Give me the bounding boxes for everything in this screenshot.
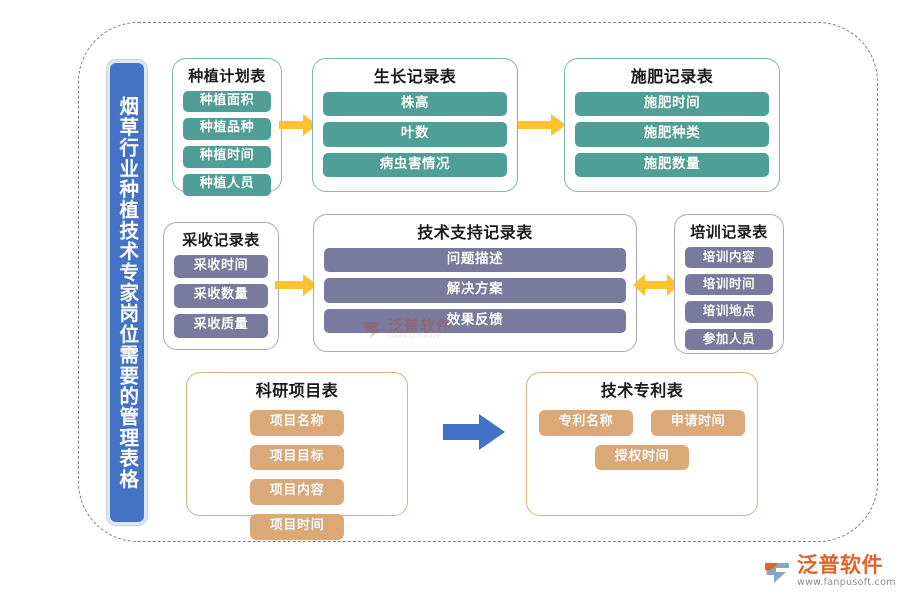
- field-planting-staff[interactable]: 种植人员: [183, 174, 271, 197]
- card-title-tech-patent: 技术专利表: [600, 381, 684, 400]
- field-solution[interactable]: 解决方案: [324, 278, 626, 303]
- field-project-time[interactable]: 项目时间: [250, 514, 344, 541]
- field-training-time[interactable]: 培训时间: [685, 273, 773, 296]
- field-harvest-quantity[interactable]: 采收数量: [174, 284, 268, 309]
- field-planting-time[interactable]: 种植时间: [183, 146, 271, 169]
- field-application-time[interactable]: 申请时间: [651, 409, 745, 436]
- field-authorization-time[interactable]: 授权时间: [595, 444, 689, 471]
- brand-logo: 泛普软件 www.fanpusoft.com: [762, 549, 896, 593]
- vertical-title-bar: 烟草行业种植技术专家岗位需要的管理表格: [107, 60, 147, 525]
- field-project-goal[interactable]: 项目目标: [250, 444, 344, 471]
- field-project-name[interactable]: 项目名称: [250, 409, 344, 436]
- card-fertilizer-record[interactable]: 施肥记录表 施肥时间 施肥种类 施肥数量: [564, 58, 780, 192]
- field-training-location[interactable]: 培训地点: [685, 301, 773, 323]
- field-fertilize-time[interactable]: 施肥时间: [575, 91, 769, 117]
- arrow-growth-to-fertilizer-icon: [518, 114, 566, 136]
- card-title-training-record: 培训记录表: [690, 223, 768, 241]
- brand-name: 泛普软件: [797, 552, 883, 577]
- fanpu-logo-icon: [765, 563, 789, 583]
- card-tech-support-record[interactable]: 技术支持记录表 问题描述 解决方案 效果反馈: [313, 214, 637, 352]
- card-title-fertilizer-record: 施肥记录表: [630, 67, 714, 86]
- field-list-training-record: 培训内容 培训时间 培训地点 参加人员: [685, 246, 773, 350]
- card-title-harvest-record: 采收记录表: [182, 231, 260, 249]
- brand-url: www.fanpusoft.com: [797, 576, 896, 588]
- field-list-planting-plan: 种植面积 种植品种 种植时间 种植人员: [183, 90, 271, 197]
- field-issue-description[interactable]: 问题描述: [324, 247, 626, 273]
- field-list-research-project: 项目名称 项目目标 项目内容 项目时间: [197, 409, 397, 541]
- card-research-project[interactable]: 科研项目表 项目名称 项目目标 项目内容 项目时间: [186, 372, 408, 541]
- field-project-content[interactable]: 项目内容: [250, 479, 344, 506]
- card-title-growth-record: 生长记录表: [373, 67, 457, 86]
- field-planting-area[interactable]: 种植面积: [183, 90, 271, 113]
- field-fertilize-amount[interactable]: 施肥数量: [575, 152, 769, 178]
- field-list-tech-support-record: 问题描述 解决方案 效果反馈: [324, 247, 626, 334]
- card-title-tech-support-record: 技术支持记录表: [417, 223, 533, 242]
- field-training-content[interactable]: 培训内容: [685, 246, 773, 268]
- field-list-tech-patent: 专利名称 申请时间 授权时间: [537, 409, 747, 471]
- field-leaf-count[interactable]: 叶数: [323, 122, 507, 147]
- field-planting-variety[interactable]: 种植品种: [183, 118, 271, 141]
- arrow-harvest-to-techsupport-icon: [275, 274, 317, 296]
- card-title-planting-plan: 种植计划表: [188, 67, 266, 85]
- field-pest-disease-status[interactable]: 病虫害情况: [323, 152, 507, 178]
- card-harvest-record[interactable]: 采收记录表 采收时间 采收数量 采收质量: [163, 222, 279, 350]
- arrow-research-to-patent-icon: [443, 414, 505, 450]
- card-planting-plan[interactable]: 种植计划表 种植面积 种植品种 种植时间 种植人员: [172, 58, 282, 197]
- vertical-title-text: 烟草行业种植技术专家岗位需要的管理表格: [115, 95, 139, 490]
- field-fertilize-type[interactable]: 施肥种类: [575, 122, 769, 147]
- card-training-record[interactable]: 培训记录表 培训内容 培训时间 培训地点 参加人员: [674, 214, 784, 354]
- arrow-techsupport-to-training-icon: [633, 274, 679, 296]
- field-training-participants[interactable]: 参加人员: [685, 328, 773, 350]
- field-plant-height[interactable]: 株高: [323, 91, 507, 117]
- field-list-fertilizer-record: 施肥时间 施肥种类 施肥数量: [575, 91, 769, 178]
- field-list-harvest-record: 采收时间 采收数量 采收质量: [174, 254, 268, 339]
- card-tech-patent[interactable]: 技术专利表 专利名称 申请时间 授权时间: [526, 372, 758, 516]
- field-effect-feedback[interactable]: 效果反馈: [324, 308, 626, 334]
- field-harvest-time[interactable]: 采收时间: [174, 254, 268, 279]
- field-list-growth-record: 株高 叶数 病虫害情况: [323, 91, 507, 178]
- card-growth-record[interactable]: 生长记录表 株高 叶数 病虫害情况: [312, 58, 518, 192]
- field-patent-name[interactable]: 专利名称: [539, 409, 633, 436]
- field-harvest-quality[interactable]: 采收质量: [174, 314, 268, 339]
- card-title-research-project: 科研项目表: [255, 381, 339, 400]
